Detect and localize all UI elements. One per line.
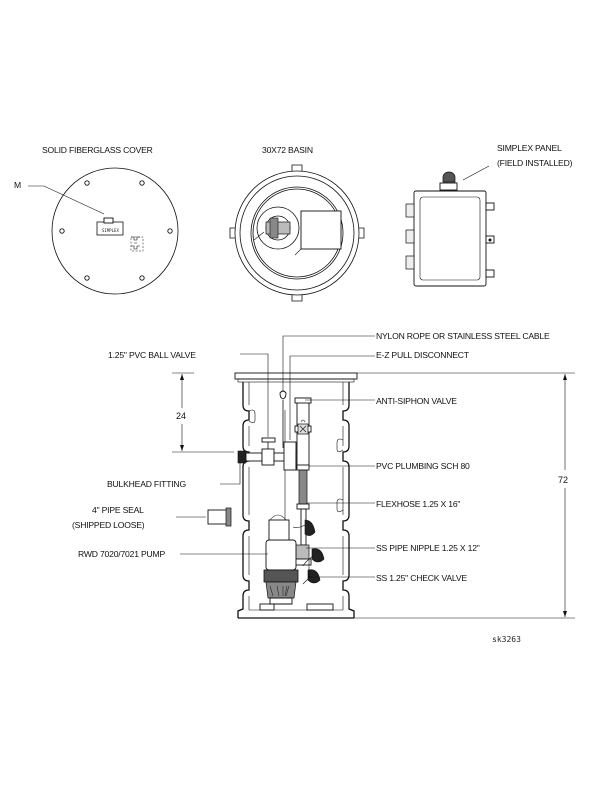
basin-plan-view xyxy=(229,164,365,302)
inlet-depth-dimension: 24 xyxy=(172,372,234,453)
cover-title: SOLID FIBERGLASS COVER xyxy=(42,145,153,155)
cover-edge-text: M xyxy=(14,180,21,190)
basin-height-dimension: 72 xyxy=(354,372,575,619)
pvc-plumbing-label: PVC PLUMBING SCH 80 xyxy=(376,461,470,471)
basin-title: 30X72 BASIN xyxy=(262,145,313,155)
disconnect-label: E-Z PULL DISCONNECT xyxy=(376,350,470,360)
rope-label: NYLON ROPE OR STAINLESS STEEL CABLE xyxy=(376,331,550,341)
panel-title-line1: SIMPLEX PANEL xyxy=(497,143,562,153)
fiberglass-cover-plan: SIMPLEX M xyxy=(14,167,179,295)
bulkhead-label: BULKHEAD FITTING xyxy=(107,479,186,489)
check-valve-label: SS 1.25" CHECK VALVE xyxy=(376,573,467,583)
pipe-seal-label-line1: 4" PIPE SEAL xyxy=(92,505,144,515)
ball-valve-label: 1.25" PVC BALL VALVE xyxy=(108,350,196,360)
flexhose-label: FLEXHOSE 1.25 X 16" xyxy=(376,499,460,509)
panel-title-line2: (FIELD INSTALLED) xyxy=(497,158,573,168)
nipple-label: SS PIPE NIPPLE 1.25 X 12" xyxy=(376,543,480,553)
basin-section xyxy=(207,345,358,619)
anti-siphon-label: ANTI-SIPHON VALVE xyxy=(376,396,457,406)
basin-height-value: 72 xyxy=(558,475,568,485)
pump-label: RWD 7020/7021 PUMP xyxy=(78,549,165,559)
pipe-seal-label-line2: (SHIPPED LOOSE) xyxy=(72,520,145,530)
inlet-depth-value: 24 xyxy=(176,411,186,421)
simplex-panel xyxy=(405,165,495,287)
leaders xyxy=(176,335,375,578)
rwd-pump xyxy=(263,514,299,605)
vent-symbol xyxy=(130,236,144,252)
svg-text:SIMPLEX: SIMPLEX xyxy=(102,228,119,233)
drawing-number: sk3263 xyxy=(492,635,521,644)
